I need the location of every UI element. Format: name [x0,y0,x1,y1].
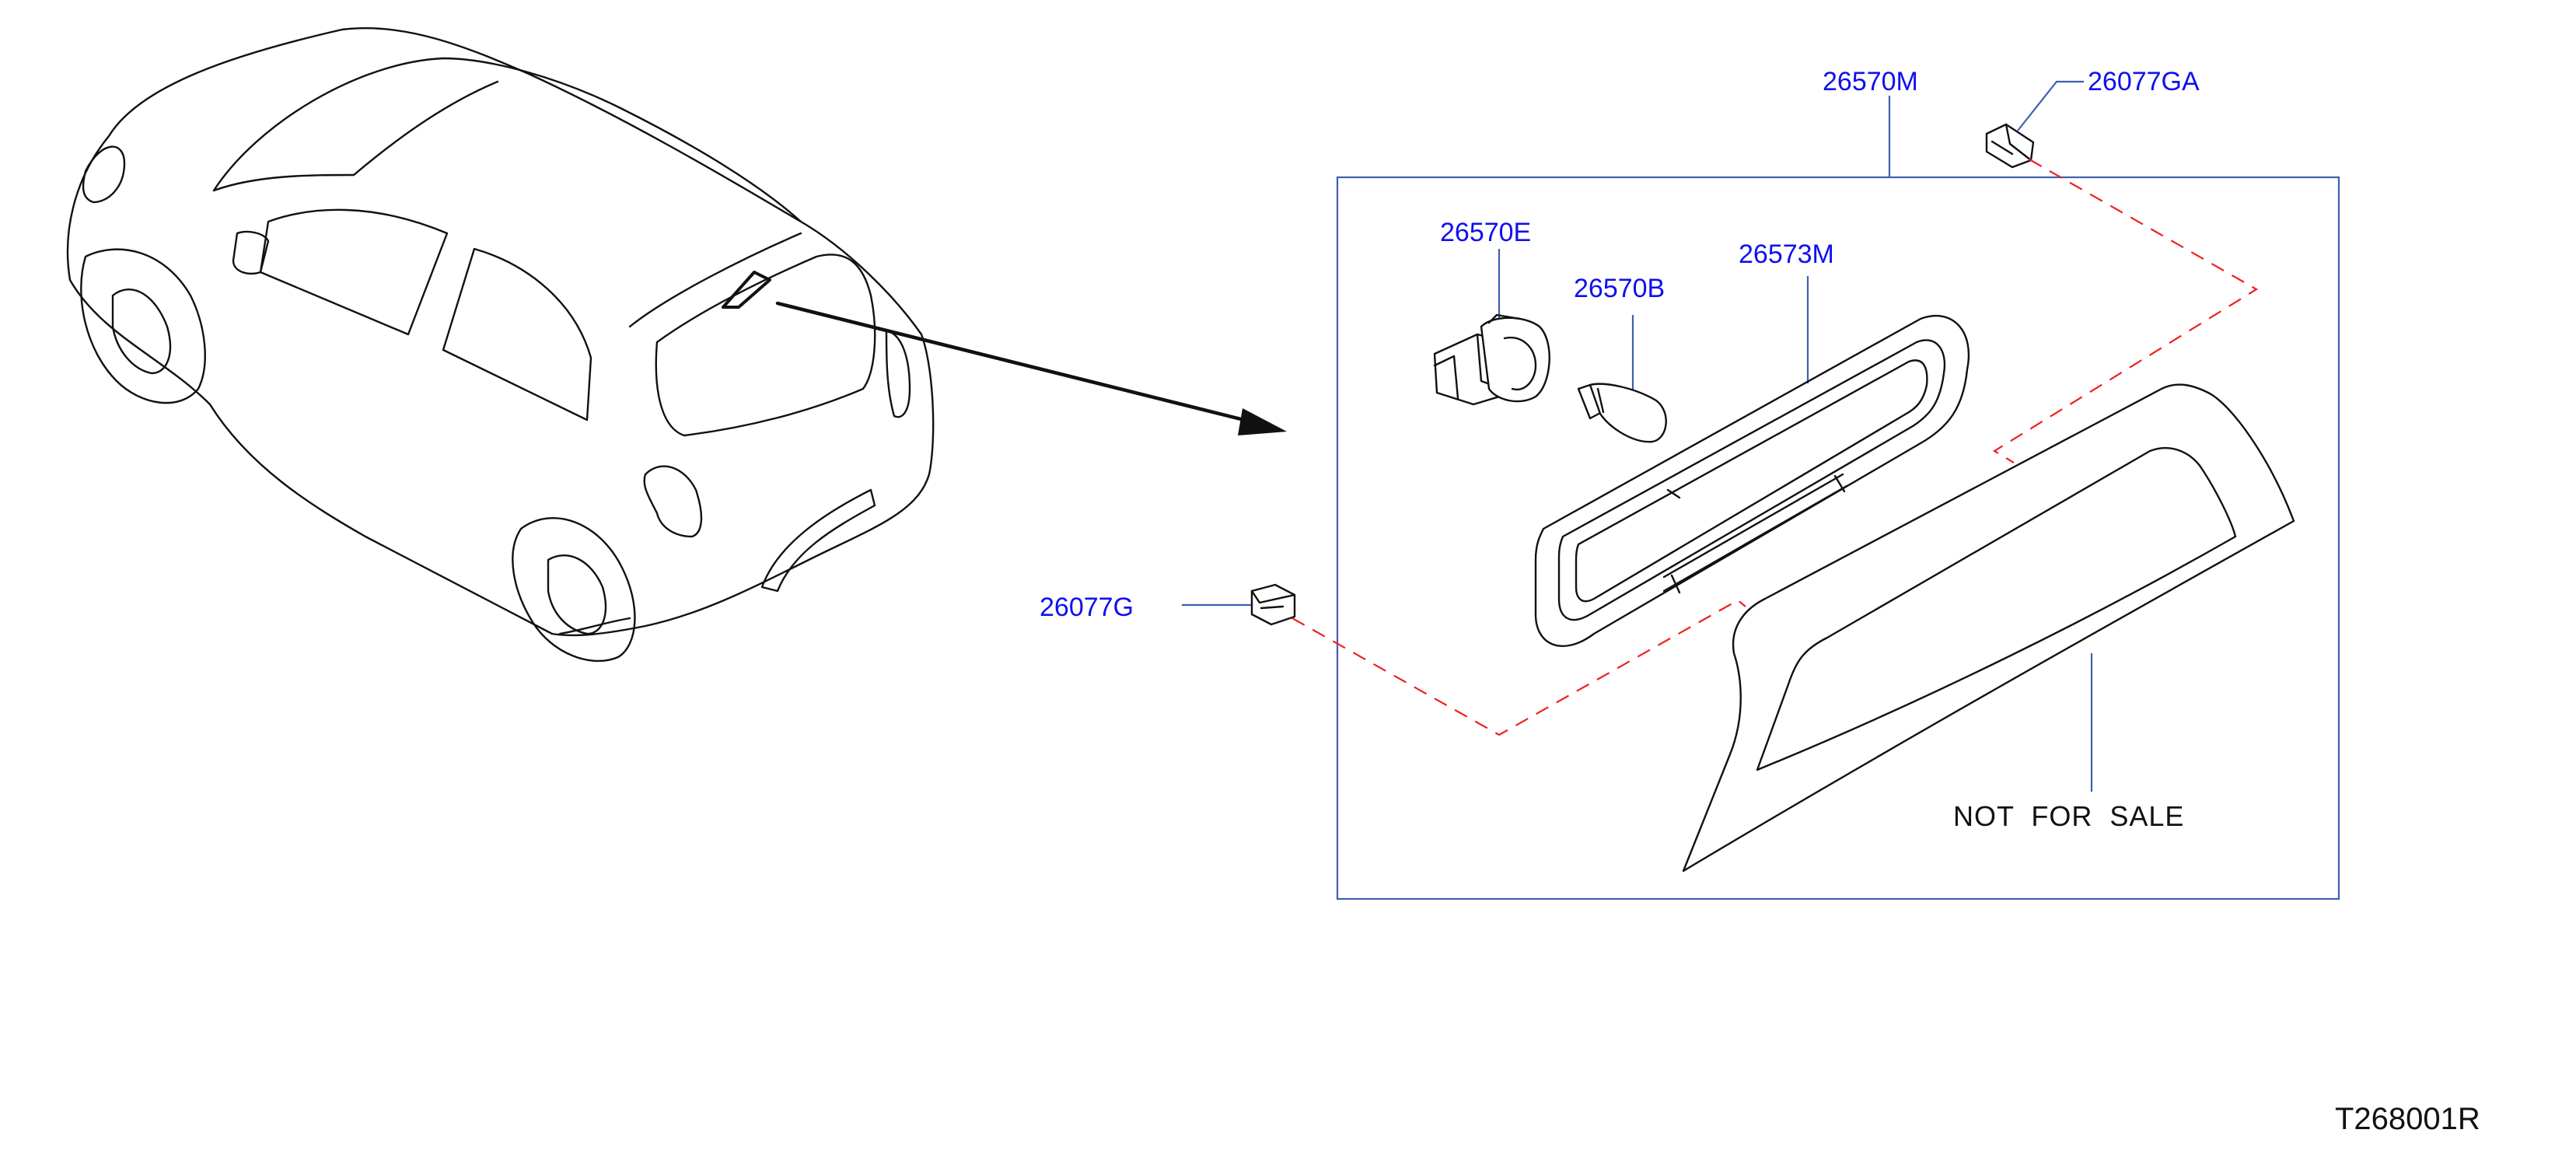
socket-part: 26570E [1433,218,1550,406]
car-illustration [66,26,1287,663]
clip-lower: 26077G [1040,583,1746,736]
assembly-box: 26570M [1336,67,2340,900]
clip-upper: 26077GA [1985,67,2259,463]
part-label-26573m: 26573M [1739,240,1834,269]
part-label-26077g: 26077G [1040,593,1134,622]
part-label-26570e: 26570E [1440,218,1531,247]
lens-cover-part: NOT FOR SALE [1682,383,2295,872]
not-for-sale-label: NOT FOR SALE [1953,800,2184,832]
bulb-part: 26570B [1574,274,1667,443]
gasket-part: 26573M [1534,240,1970,647]
part-label-26570m: 26570M [1823,67,1918,96]
part-label-26077ga: 26077GA [2088,67,2200,96]
figure-reference: T268001R [2335,1102,2480,1136]
part-label-26570b: 26570B [1574,274,1665,303]
